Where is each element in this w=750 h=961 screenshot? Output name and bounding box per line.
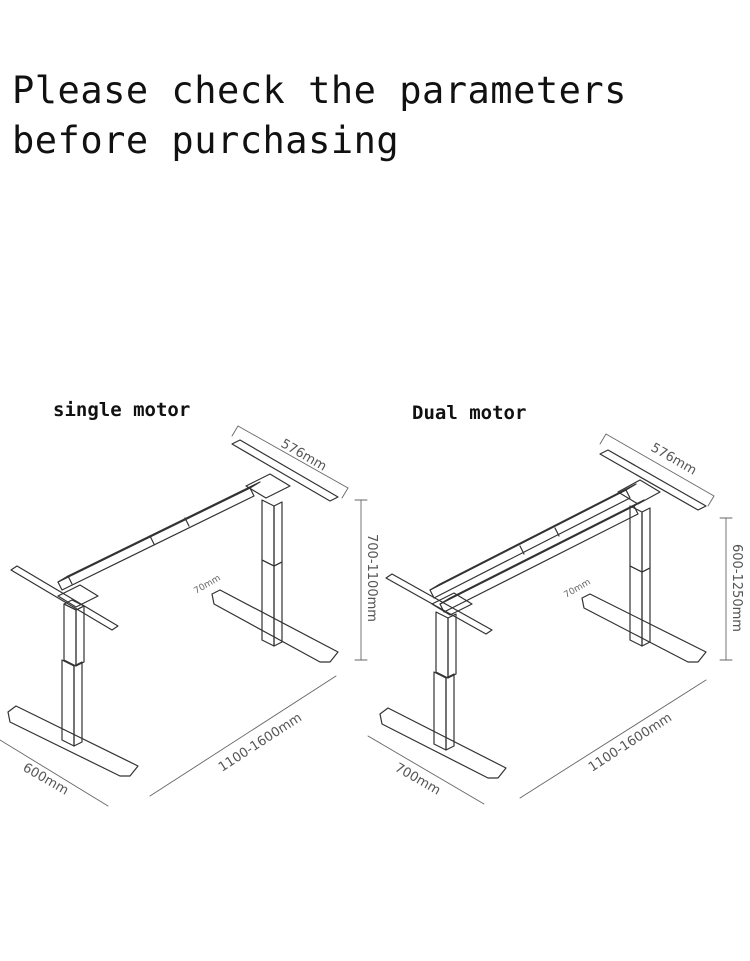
dual-motor-frame [379,449,707,779]
dual-right-top-arm [599,449,707,511]
right-leg-upper [261,499,275,567]
dual-left-leg-upper [435,611,449,679]
dual-motor-label: Dual motor [412,402,527,424]
single-length-label: 1100-1600mm [216,710,305,775]
dual-length-dim-line [519,679,707,799]
dual-length-label: 1100-1600mm [586,710,675,775]
dual-right-foot [581,593,707,663]
single-height-label: 700-1100mm [364,534,379,622]
left-leg-upper [63,603,77,667]
single-motor-frame [7,439,339,777]
depth-dim-line [0,739,109,807]
left-top-arm [10,565,119,631]
right-top-arm [231,439,339,502]
single-width-label: 576mm [278,436,329,474]
dual-depth-dim-line [367,735,485,805]
single-motor-label: single motor [53,399,191,421]
dual-depth-label: 700mm [392,760,443,798]
dual-right-leg-lower [629,565,643,647]
dual-left-leg-lower [433,671,447,751]
dual-left-mount-plate [431,592,473,616]
left-mount-plate [57,584,99,608]
dual-right-leg-upper [629,505,643,573]
dual-right-mount-plate [617,479,661,505]
dual-left-top-arm [385,573,493,635]
left-foot [7,705,139,777]
dual-height-label: 600-1250mm [729,544,744,632]
width-dim-line [237,425,349,489]
page-title: Please check the parameters before purch… [12,69,627,162]
dual-width-dim-line [605,433,715,497]
dual-left-foot [379,707,507,779]
length-dim-line [149,675,337,797]
right-mount-plate [245,473,291,499]
dual-small-label: 70mm [563,577,593,600]
single-depth-label: 600mm [20,760,71,798]
right-foot [211,589,339,663]
single-small-label: 70mm [193,573,223,596]
